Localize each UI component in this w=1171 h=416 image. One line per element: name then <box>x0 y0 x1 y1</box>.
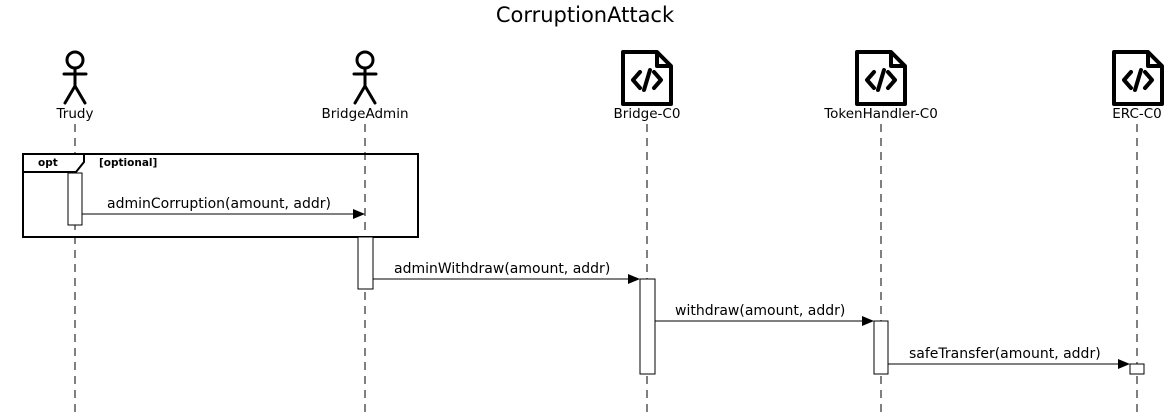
code-file-icon <box>855 50 907 106</box>
activation-trudy <box>67 172 83 226</box>
message-label: adminCorruption(amount, addr) <box>107 196 331 212</box>
activation-erc <box>1129 363 1145 375</box>
message-adminWithdraw: adminWithdraw(amount, addr) <box>373 261 640 284</box>
participant-bridge: Bridge-C0 <box>614 106 681 122</box>
actor-icon <box>62 50 88 105</box>
diagram-title: CorruptionAttack <box>496 3 675 27</box>
message-safeTransfer: safeTransfer(amount, addr) <box>888 346 1130 369</box>
activation-bridgeadmin <box>357 236 374 290</box>
fragment-guard: [optional] <box>99 157 157 169</box>
activations <box>67 172 1145 375</box>
participant-trudy: Trudy <box>56 106 94 122</box>
code-file-icon <box>1112 50 1164 106</box>
actor-icon <box>352 50 378 105</box>
message-label: adminWithdraw(amount, addr) <box>394 261 610 277</box>
participant-tokenhandler: TokenHandler-C0 <box>823 106 938 122</box>
participant-bridgeadmin: BridgeAdmin <box>321 106 408 122</box>
message-adminCorruption: adminCorruption(amount, addr) <box>82 196 365 219</box>
activation-tokenhandler <box>873 320 889 375</box>
fragment-operator: opt <box>38 157 58 169</box>
message-label: safeTransfer(amount, addr) <box>909 346 1101 362</box>
message-withdraw: withdraw(amount, addr) <box>655 303 874 326</box>
activation-bridge <box>639 278 656 375</box>
opt-fragment: opt [optional] <box>22 153 419 238</box>
code-file-icon <box>621 50 673 106</box>
message-label: withdraw(amount, addr) <box>675 303 845 319</box>
participant-erc: ERC-C0 <box>1112 106 1162 122</box>
